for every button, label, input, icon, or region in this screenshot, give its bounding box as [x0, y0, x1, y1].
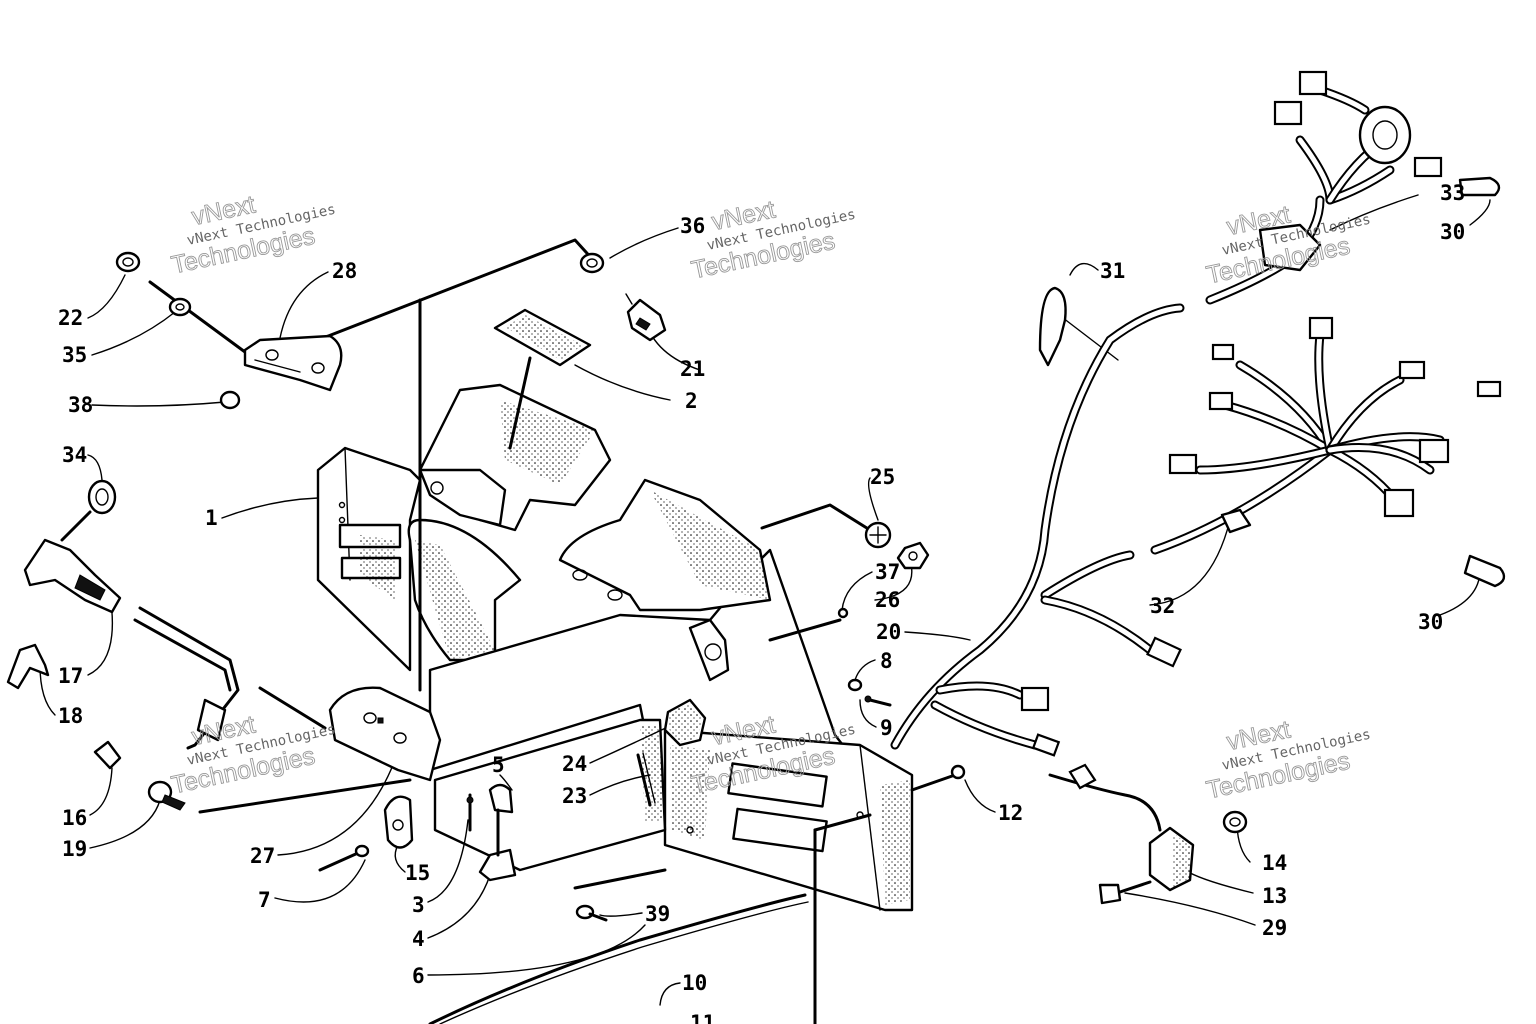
- callout-1: 1: [205, 506, 218, 530]
- callout-34: 34: [62, 443, 87, 467]
- console-housing: [316, 383, 914, 912]
- callout-4: 4: [412, 927, 425, 951]
- wiring-harness: [890, 70, 1506, 757]
- callout-13: 13: [1262, 884, 1287, 908]
- callout-38: 38: [68, 393, 93, 417]
- callout-18: 18: [58, 704, 83, 728]
- callout-22: 22: [58, 306, 83, 330]
- callout-8: 8: [880, 649, 893, 673]
- callout-3: 3: [412, 893, 425, 917]
- callout-19: 19: [62, 837, 87, 861]
- callout-15: 15: [405, 861, 430, 885]
- callout-5: 5: [492, 753, 505, 777]
- callout-6: 6: [412, 964, 425, 988]
- callout-12: 12: [998, 801, 1023, 825]
- callout-32: 32: [1150, 594, 1175, 618]
- callout-14: 14: [1262, 851, 1287, 875]
- callout-21: 21: [680, 357, 705, 381]
- callout-11: 11: [690, 1011, 715, 1024]
- callout-30-bottom: 30: [1418, 610, 1443, 634]
- callout-36: 36: [680, 214, 705, 238]
- small-parts: [6, 251, 1248, 1024]
- watermark: vNext vNext Technologies Technologies: [1203, 200, 1372, 290]
- callout-28: 28: [332, 259, 357, 283]
- callout-23: 23: [562, 784, 587, 808]
- callouts: 1 2 3 4 5 6 7 8 9 10 11 12 13 14 15 16 1…: [58, 181, 1465, 1024]
- callout-16: 16: [62, 806, 87, 830]
- callout-39: 39: [645, 902, 670, 926]
- callout-35: 35: [62, 343, 87, 367]
- callout-31: 31: [1100, 259, 1125, 283]
- callout-26: 26: [875, 588, 900, 612]
- callout-27: 27: [250, 844, 275, 868]
- watermarks: vNext vNext Technologies Technologies vN…: [168, 190, 1372, 805]
- callout-37: 37: [875, 560, 900, 584]
- callout-25: 25: [870, 465, 895, 489]
- callout-30-top: 30: [1440, 220, 1465, 244]
- callout-2: 2: [685, 389, 698, 413]
- callout-10: 10: [682, 971, 707, 995]
- callout-33: 33: [1440, 181, 1465, 205]
- callout-7: 7: [258, 888, 271, 912]
- callout-24: 24: [562, 752, 587, 776]
- watermark: vNext vNext Technologies Technologies: [168, 190, 337, 280]
- callout-9: 9: [880, 716, 893, 740]
- callout-20: 20: [876, 620, 901, 644]
- watermark: vNext vNext Technologies Technologies: [1203, 715, 1372, 805]
- callout-29: 29: [1262, 916, 1287, 940]
- callout-17: 17: [58, 664, 83, 688]
- watermark: vNext vNext Technologies Technologies: [688, 195, 857, 285]
